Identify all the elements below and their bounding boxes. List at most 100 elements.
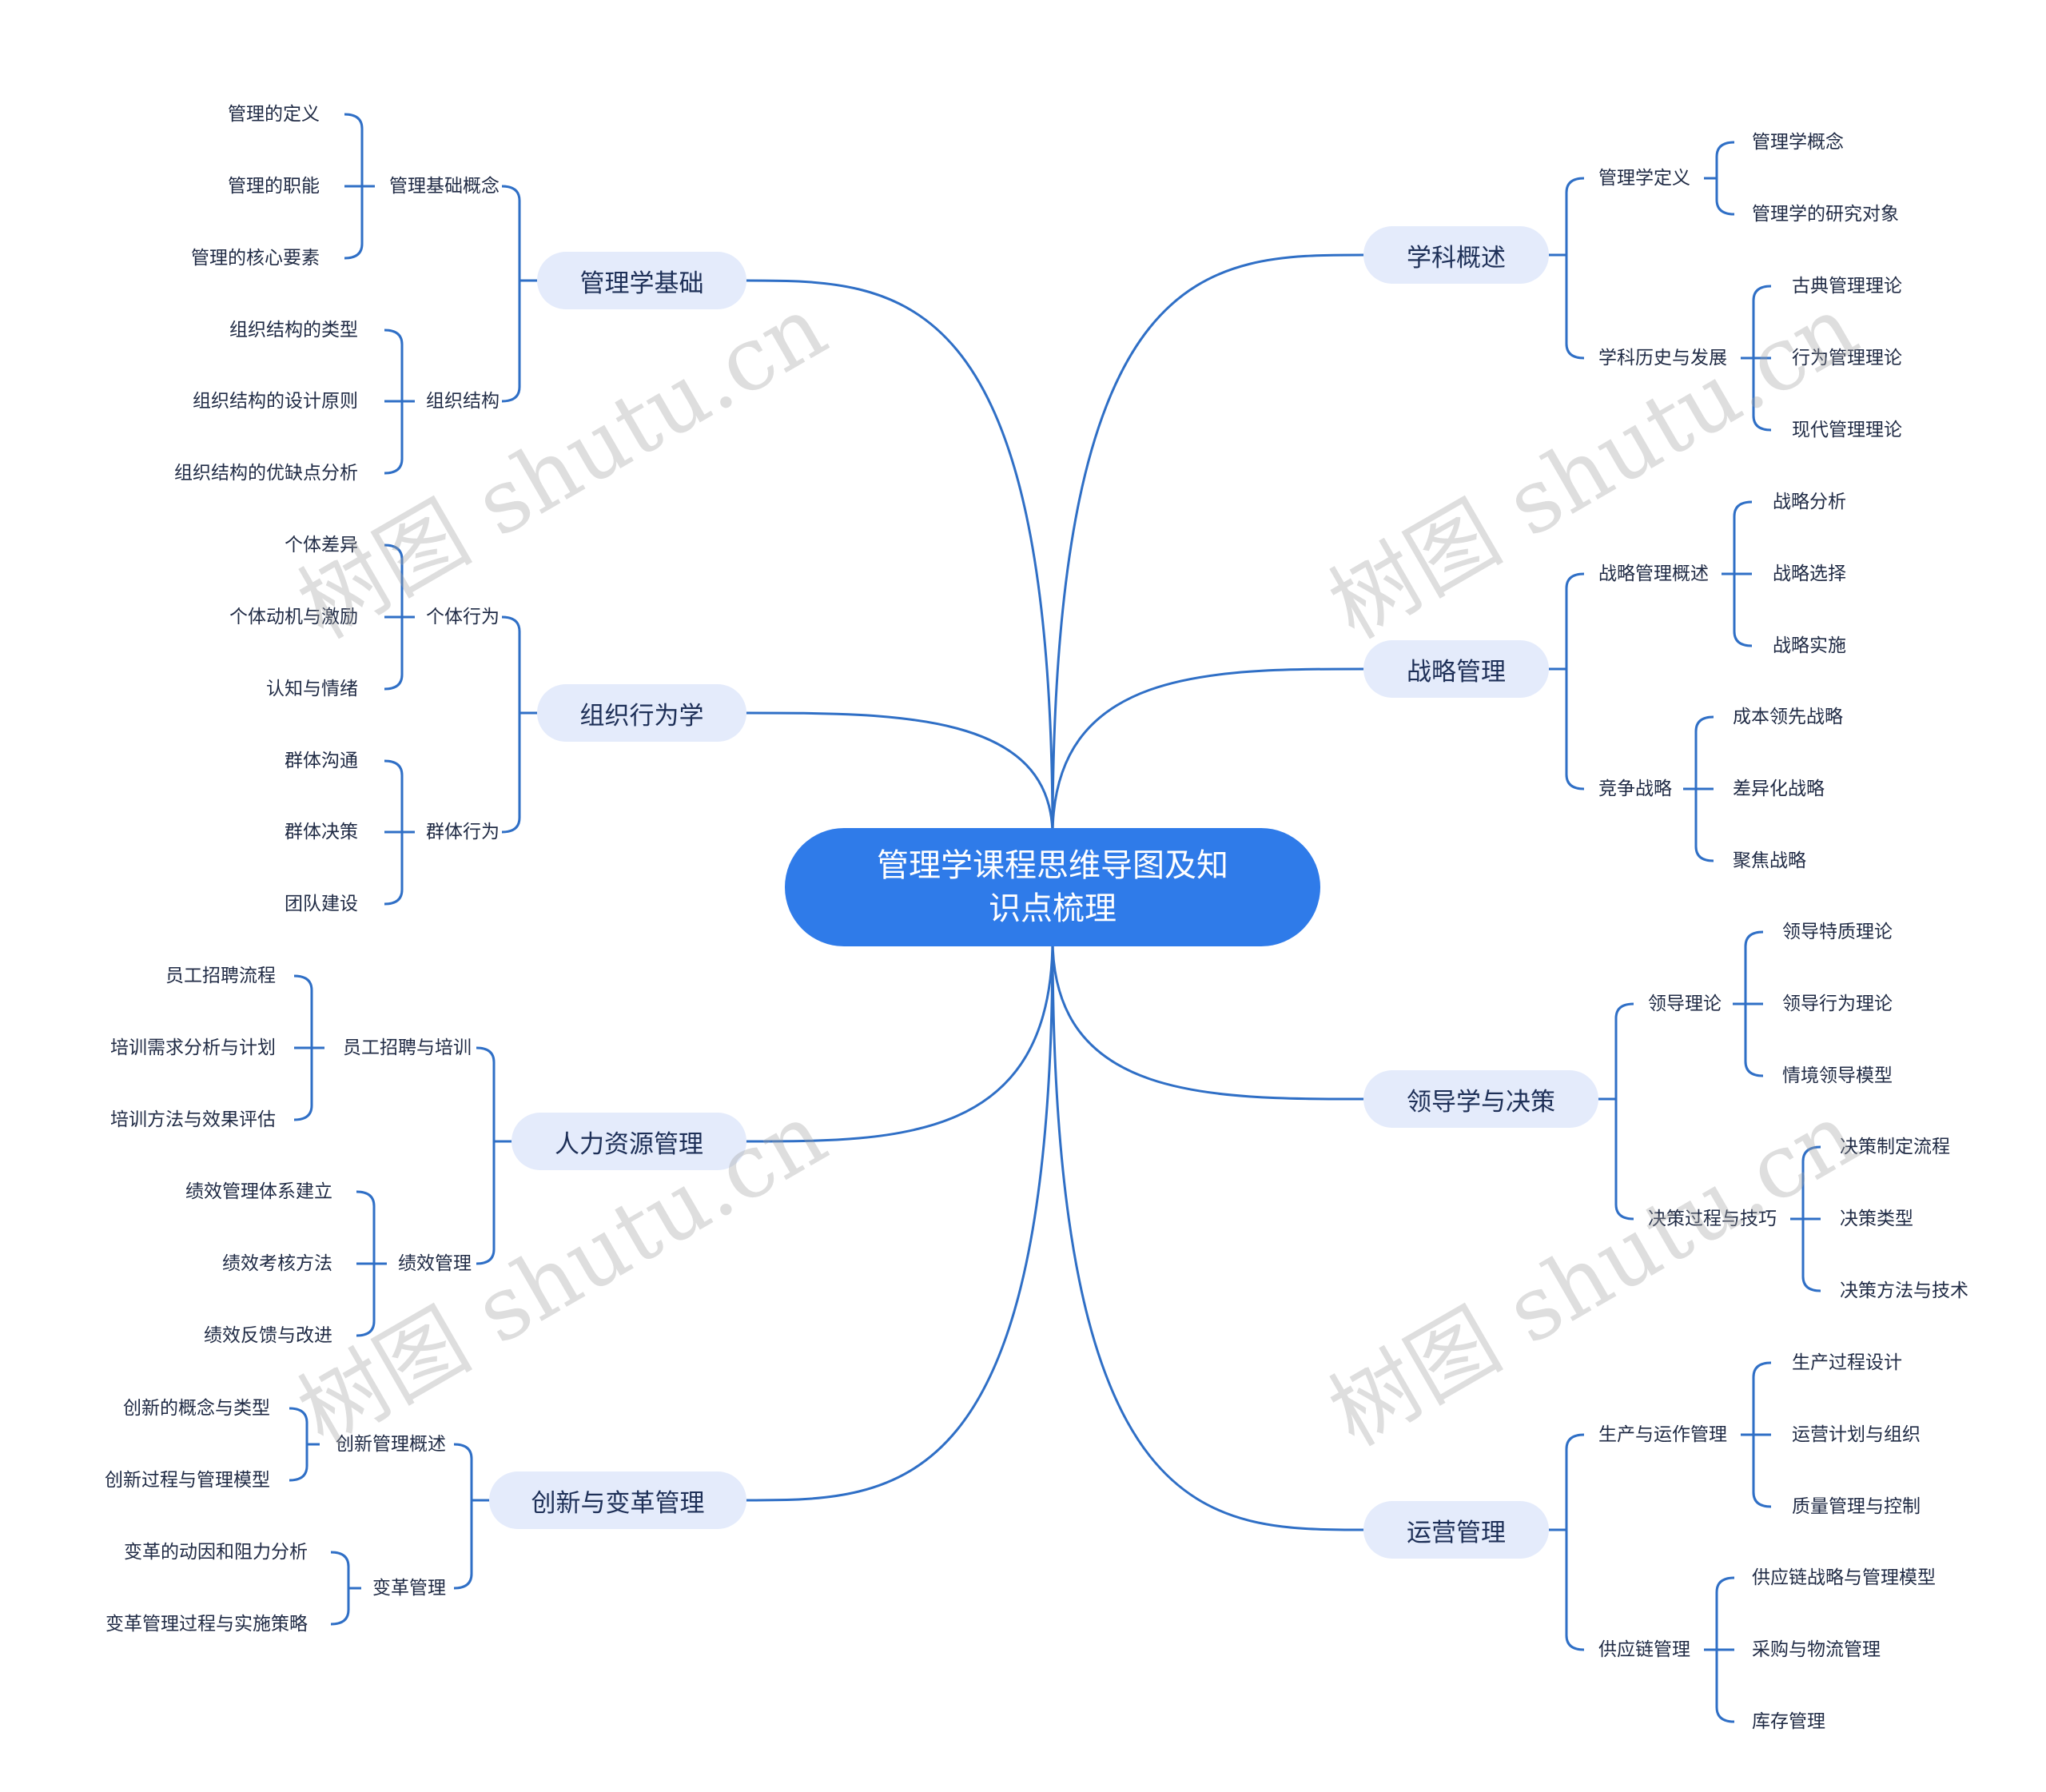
leaf-topic[interactable]: 变革的动因和阻力分析 — [124, 1540, 308, 1564]
leaf-topic[interactable]: 领导特质理论 — [1782, 920, 1893, 944]
leaf-topic[interactable]: 组织结构的类型 — [229, 318, 358, 342]
leaf-topic[interactable]: 培训需求分析与计划 — [110, 1036, 276, 1060]
leaf-topic[interactable]: 管理学的研究对象 — [1752, 202, 1899, 226]
leaf-topic[interactable]: 管理的核心要素 — [191, 246, 320, 270]
leaf-topic[interactable]: 行为管理理论 — [1792, 346, 1902, 370]
subtopic[interactable]: 个体行为 — [426, 605, 500, 629]
leaf-topic-label: 个体动机与激励 — [229, 607, 358, 627]
leaf-topic[interactable]: 差异化战略 — [1733, 777, 1825, 801]
leaf-topic[interactable]: 个体差异 — [285, 533, 358, 557]
leaf-topic-label: 成本领先战略 — [1733, 707, 1843, 727]
leaf-topic[interactable]: 管理的职能 — [228, 174, 320, 198]
leaf-topic[interactable]: 质量管理与控制 — [1792, 1495, 1921, 1519]
subtopic[interactable]: 领导理论 — [1648, 992, 1722, 1016]
leaf-topic[interactable]: 管理的定义 — [228, 102, 320, 126]
leaf-topic[interactable]: 情境领导模型 — [1782, 1064, 1893, 1088]
leaf-topic[interactable]: 个体动机与激励 — [229, 605, 358, 629]
leaf-topic-label: 情境领导模型 — [1782, 1065, 1893, 1086]
leaf-topic[interactable]: 组织结构的优缺点分析 — [174, 461, 358, 485]
leaf-topic-label: 管理的核心要素 — [191, 248, 320, 269]
leaf-topic[interactable]: 员工招聘流程 — [165, 964, 276, 988]
leaf-topic[interactable]: 群体决策 — [285, 820, 358, 844]
leaf-topic[interactable]: 供应链战略与管理模型 — [1752, 1566, 1936, 1590]
subtopic-label: 创新管理概述 — [336, 1434, 446, 1455]
main-topic[interactable]: 运营管理 — [1363, 1501, 1549, 1559]
leaf-topic-label: 差异化战略 — [1733, 779, 1825, 799]
leaf-topic[interactable]: 战略实施 — [1773, 634, 1846, 658]
leaf-topic-label: 管理学概念 — [1752, 132, 1844, 153]
leaf-topic[interactable]: 创新过程与管理模型 — [105, 1468, 270, 1492]
root-connector — [746, 938, 1054, 1143]
leaf-topic[interactable]: 采购与物流管理 — [1752, 1638, 1881, 1662]
leaf-topic[interactable]: 运营计划与组织 — [1792, 1423, 1921, 1447]
main-topic-label: 领导学与决策 — [1407, 1087, 1555, 1117]
subtopic[interactable]: 学科历史与发展 — [1598, 346, 1727, 370]
subtopic[interactable]: 员工招聘与培训 — [343, 1036, 472, 1060]
subtopic[interactable]: 生产与运作管理 — [1598, 1423, 1727, 1447]
subtopic[interactable]: 创新管理概述 — [336, 1432, 446, 1456]
leaf-topic[interactable]: 组织结构的设计原则 — [193, 389, 358, 413]
leaf-topic[interactable]: 成本领先战略 — [1733, 705, 1843, 729]
subtopic[interactable]: 竞争战略 — [1598, 777, 1672, 801]
leaf-topic[interactable]: 战略分析 — [1773, 490, 1846, 514]
leaf-topic[interactable]: 决策方法与技术 — [1840, 1279, 1968, 1303]
main-topic[interactable]: 创新与变革管理 — [489, 1471, 746, 1529]
leaf-topic-label: 变革的动因和阻力分析 — [124, 1542, 308, 1563]
leaf-topic[interactable]: 领导行为理论 — [1782, 992, 1893, 1016]
leaf-topic[interactable]: 变革管理过程与实施策略 — [105, 1612, 308, 1636]
main-topic[interactable]: 战略管理 — [1363, 640, 1549, 698]
main-bracket — [453, 1443, 473, 1590]
leaf-topic-label: 绩效反馈与改进 — [204, 1325, 332, 1346]
subtopic[interactable]: 决策过程与技巧 — [1648, 1207, 1777, 1231]
subtopic[interactable]: 战略管理概述 — [1598, 562, 1709, 586]
leaf-topic[interactable]: 绩效反馈与改进 — [204, 1324, 332, 1348]
subtopic[interactable]: 组织结构 — [426, 389, 500, 413]
main-bracket — [1614, 1002, 1634, 1221]
leaf-topic-label: 决策制定流程 — [1840, 1137, 1950, 1157]
leaf-topic[interactable]: 战略选择 — [1773, 562, 1846, 586]
main-topic[interactable]: 人力资源管理 — [512, 1113, 746, 1170]
subtopic-label: 组织结构 — [426, 391, 500, 412]
leaf-topic[interactable]: 聚焦战略 — [1733, 849, 1806, 873]
leaf-topic[interactable]: 创新的概念与类型 — [123, 1396, 270, 1420]
leaf-topic[interactable]: 决策制定流程 — [1840, 1135, 1950, 1159]
subtopic-label: 个体行为 — [426, 607, 500, 627]
leaf-topic-label: 领导行为理论 — [1782, 994, 1893, 1014]
leaf-topic[interactable]: 生产过程设计 — [1792, 1351, 1902, 1375]
leaf-topic[interactable]: 决策类型 — [1840, 1207, 1913, 1231]
leaf-topic[interactable]: 现代管理理论 — [1792, 418, 1902, 442]
subtopic-label: 群体行为 — [426, 822, 500, 842]
root-topic[interactable]: 管理学课程思维导图及知 识点梳理 — [785, 828, 1320, 946]
leaf-topic-label: 战略选择 — [1773, 563, 1846, 584]
subtopic[interactable]: 供应链管理 — [1598, 1638, 1690, 1662]
subtopic-label: 竞争战略 — [1598, 779, 1672, 799]
main-topic-label: 创新与变革管理 — [531, 1488, 705, 1518]
root-title-line2: 识点梳理 — [989, 890, 1117, 927]
main-topic[interactable]: 学科概述 — [1363, 226, 1549, 284]
leaf-topic[interactable]: 古典管理理论 — [1792, 274, 1902, 298]
leaf-topic[interactable]: 库存管理 — [1752, 1710, 1825, 1734]
subtopic[interactable]: 变革管理 — [372, 1576, 446, 1600]
leaf-topic[interactable]: 认知与情绪 — [266, 677, 358, 701]
leaf-topic[interactable]: 绩效考核方法 — [222, 1252, 332, 1276]
leaf-topic[interactable]: 管理学概念 — [1752, 130, 1844, 154]
leaf-topic[interactable]: 培训方法与效果评估 — [110, 1108, 276, 1132]
main-topic[interactable]: 管理学基础 — [537, 252, 746, 309]
leaf-topic[interactable]: 绩效管理体系建立 — [185, 1180, 332, 1204]
leaf-topic[interactable]: 团队建设 — [285, 892, 358, 916]
subtopic[interactable]: 群体行为 — [426, 820, 500, 844]
subtopic[interactable]: 绩效管理 — [398, 1252, 472, 1276]
main-topic[interactable]: 领导学与决策 — [1363, 1070, 1598, 1128]
leaf-topic[interactable]: 群体沟通 — [285, 749, 358, 773]
subtopic[interactable]: 管理学定义 — [1598, 166, 1690, 190]
subtopic-label: 供应链管理 — [1598, 1639, 1690, 1660]
root-connector — [746, 279, 1054, 837]
leaf-topic-label: 组织结构的优缺点分析 — [174, 463, 358, 484]
subtopic[interactable]: 管理基础概念 — [389, 174, 500, 198]
leaf-topic-label: 聚焦战略 — [1733, 850, 1806, 871]
leaf-topic-label: 创新过程与管理模型 — [105, 1470, 270, 1491]
leaf-topic-label: 运营计划与组织 — [1792, 1424, 1921, 1445]
subtopic-label: 绩效管理 — [398, 1253, 472, 1274]
main-topic[interactable]: 组织行为学 — [537, 684, 746, 742]
